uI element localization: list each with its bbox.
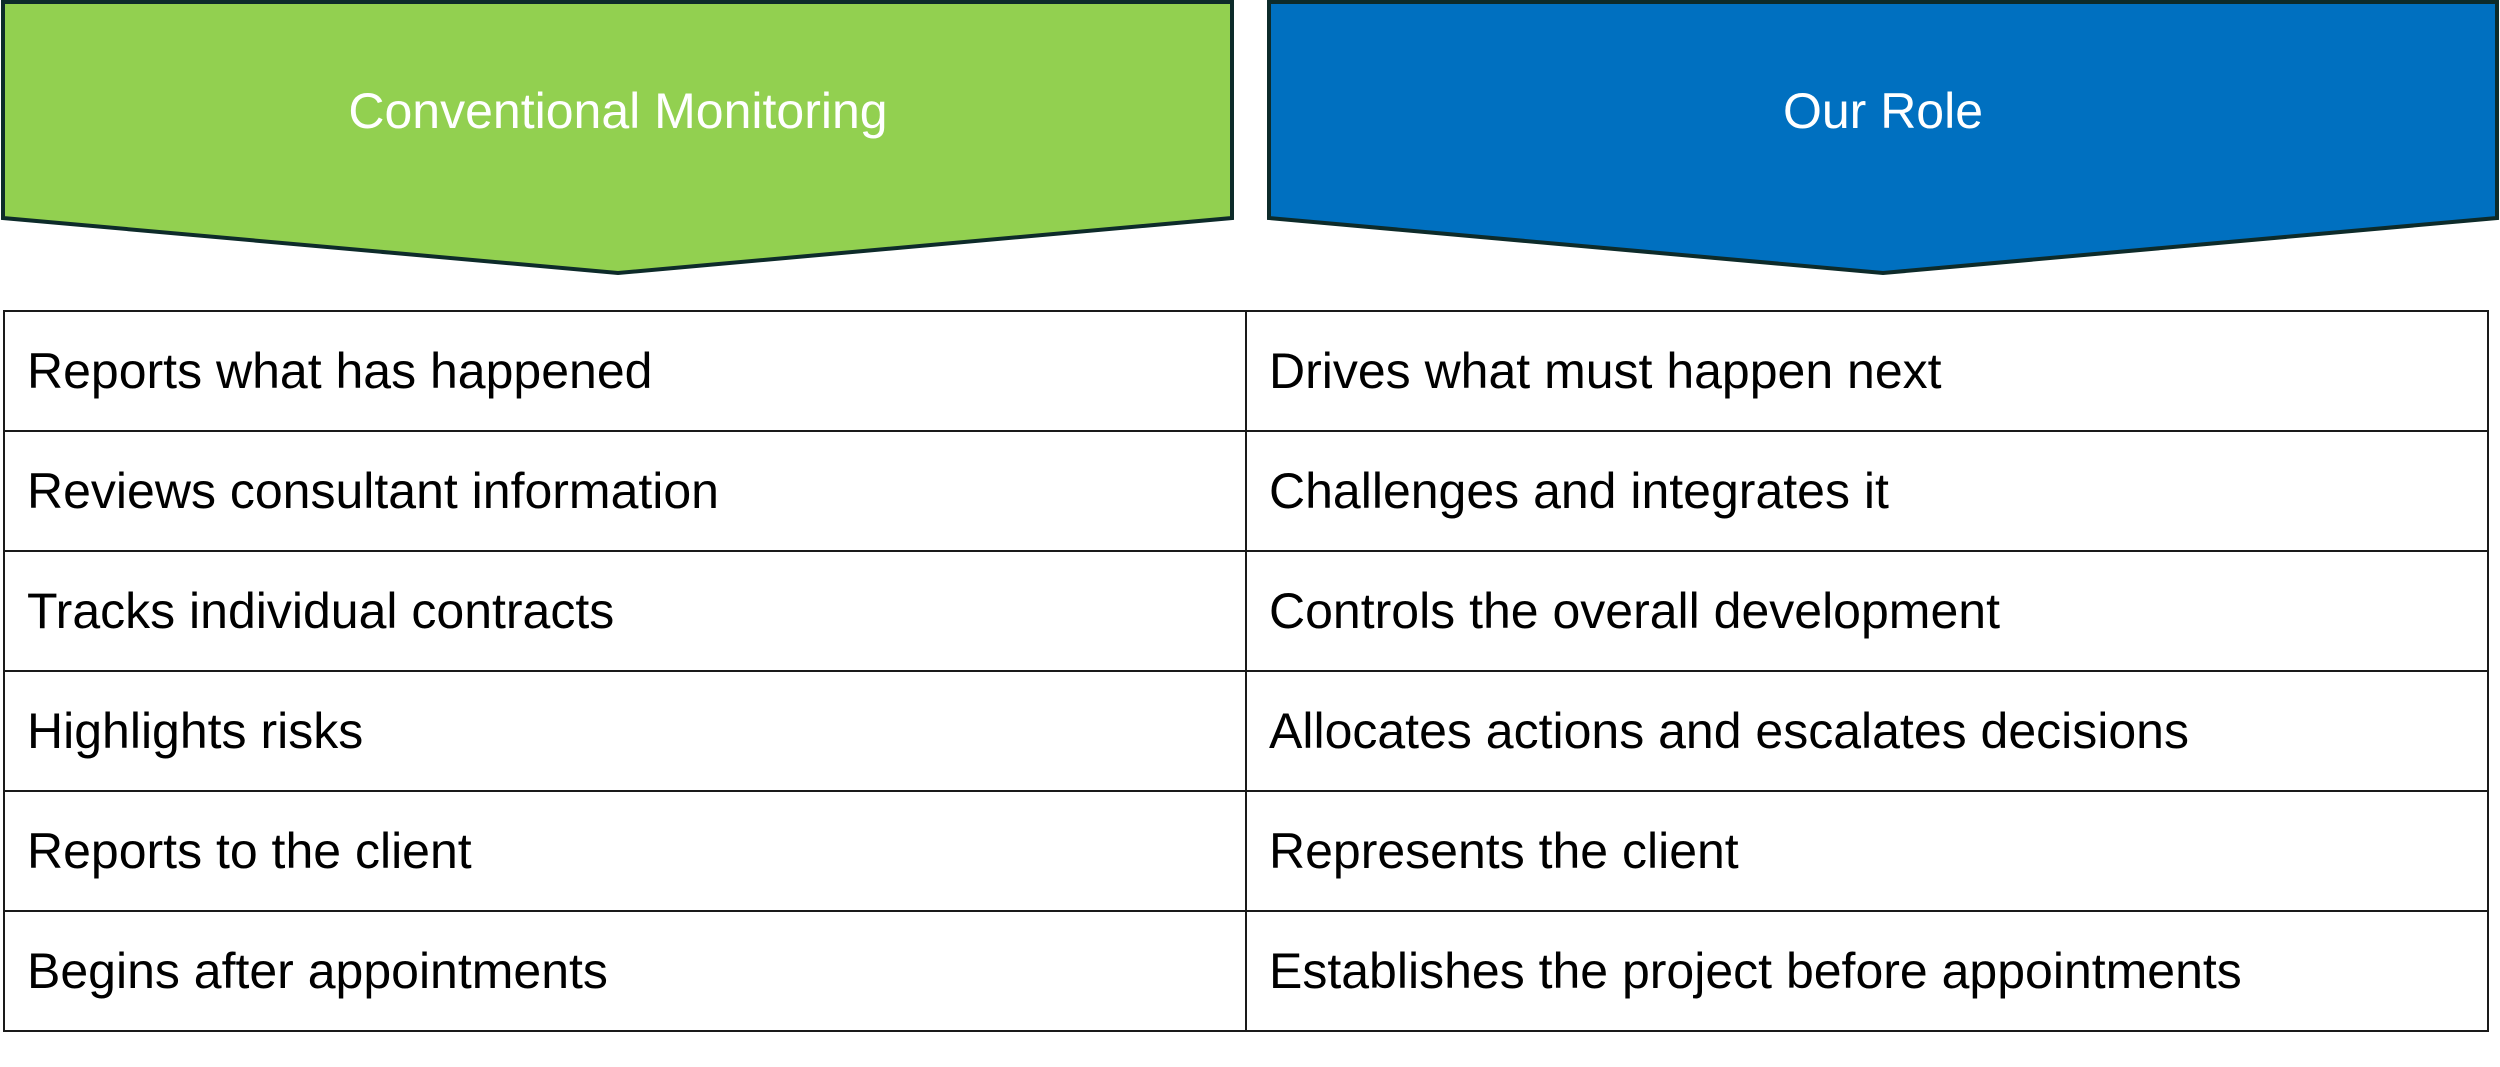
conventional-cell: Highlights risks bbox=[3, 670, 1247, 792]
table-row: Reports what has happened Drives what mu… bbox=[3, 310, 2489, 432]
conventional-cell: Tracks individual contracts bbox=[3, 550, 1247, 672]
conventional-cell: Reviews consultant information bbox=[3, 430, 1247, 552]
conventional-monitoring-banner: Conventional Monitoring bbox=[0, 0, 1236, 276]
table-row: Begins after appointments Establishes th… bbox=[3, 910, 2489, 1032]
conventional-cell: Reports to the client bbox=[3, 790, 1247, 912]
conventional-cell: Begins after appointments bbox=[3, 910, 1247, 1032]
our-role-cell: Drives what must happen next bbox=[1245, 310, 2489, 432]
our-role-cell: Allocates actions and escalates decision… bbox=[1245, 670, 2489, 792]
table-row: Reports to the client Represents the cli… bbox=[3, 790, 2489, 912]
chevron-down-shape-right bbox=[1267, 0, 2499, 276]
chevron-down-shape-left bbox=[1, 0, 1234, 276]
banner-shape-left bbox=[1, 0, 1234, 276]
our-role-cell: Challenges and integrates it bbox=[1245, 430, 2489, 552]
conventional-cell: Reports what has happened bbox=[3, 310, 1247, 432]
table-row: Highlights risks Allocates actions and e… bbox=[3, 670, 2489, 792]
comparison-table: Reports what has happened Drives what mu… bbox=[3, 310, 2489, 1032]
table-row: Reviews consultant information Challenge… bbox=[3, 430, 2489, 552]
banner-shape-right bbox=[1267, 0, 2499, 276]
our-role-cell: Represents the client bbox=[1245, 790, 2489, 912]
our-role-cell: Establishes the project before appointme… bbox=[1245, 910, 2489, 1032]
banner-title-left: Conventional Monitoring bbox=[348, 83, 888, 139]
our-role-cell: Controls the overall development bbox=[1245, 550, 2489, 672]
banner-title-right: Our Role bbox=[1782, 83, 1984, 139]
our-role-banner: Our Role bbox=[1266, 0, 2500, 276]
table-row: Tracks individual contracts Controls the… bbox=[3, 550, 2489, 672]
